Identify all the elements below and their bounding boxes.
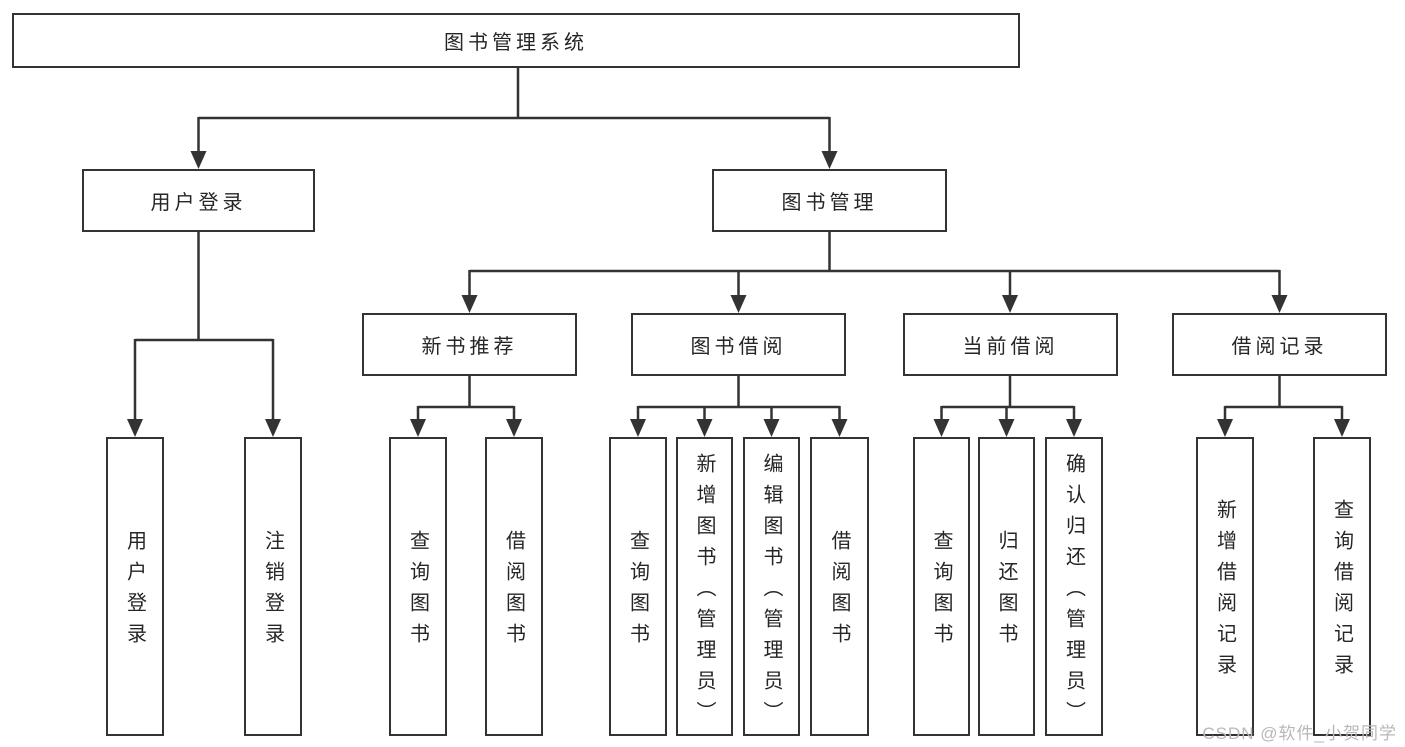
leaf-add-book-admin: 新增图书（管理员）	[676, 437, 733, 736]
leaf-label: 新增借阅记录	[1213, 499, 1236, 685]
edge-new-book-recommend-to-leaves	[410, 376, 522, 437]
leaf-logout: 注销登录	[244, 437, 302, 736]
edge-current-borrowing-to-leaves	[933, 376, 1082, 437]
edge-book-management-to-level3	[461, 232, 1288, 313]
leaf-borrow-books-recommend: 借阅图书	[485, 437, 543, 736]
csdn-watermark: CSDN @软件_小贺同学	[1202, 724, 1397, 743]
node-borrowing-records: 借阅记录	[1172, 313, 1387, 376]
leaf-label: 注销登录	[261, 530, 284, 654]
leaf-query-books-recommend: 查询图书	[389, 437, 447, 736]
leaf-query-borrow-record: 查询借阅记录	[1313, 437, 1371, 736]
leaf-edit-book-admin: 编辑图书（管理员）	[743, 437, 800, 736]
node-book-borrowing: 图书借阅	[631, 313, 846, 376]
leaf-label: 借阅图书	[828, 530, 850, 654]
edge-user-login-to-leaves	[127, 232, 281, 437]
leaf-add-borrow-record: 新增借阅记录	[1196, 437, 1254, 736]
leaf-label: 编辑图书（管理员）	[760, 452, 782, 732]
edge-root-to-level2	[190, 68, 838, 169]
leaf-label: 查询借阅记录	[1330, 499, 1353, 685]
leaf-label: 用户登录	[123, 530, 146, 654]
node-user-login: 用户登录	[82, 169, 315, 232]
leaf-label: 借阅图书	[502, 530, 525, 654]
leaf-user-login: 用户登录	[106, 437, 164, 736]
edge-book-borrowing-to-leaves	[630, 376, 848, 437]
node-book-borrowing-label: 图书借阅	[690, 336, 787, 358]
leaf-query-books-current: 查询图书	[913, 437, 970, 736]
leaf-label: 查询图书	[406, 530, 429, 654]
node-root: 图书管理系统	[12, 13, 1020, 68]
node-user-login-label: 用户登录	[150, 192, 247, 214]
node-borrowing-records-label: 借阅记录	[1231, 336, 1328, 358]
node-current-borrowing: 当前借阅	[903, 313, 1118, 376]
node-root-label: 图书管理系统	[444, 32, 588, 54]
leaf-label: 查询图书	[930, 530, 952, 654]
leaf-label: 查询图书	[626, 530, 649, 654]
leaf-label: 归还图书	[995, 530, 1017, 654]
node-current-borrowing-label: 当前借阅	[962, 336, 1059, 358]
leaf-query-books-borrowing: 查询图书	[609, 437, 667, 736]
node-book-management: 图书管理	[712, 169, 947, 232]
node-new-book-recommend-label: 新书推荐	[421, 336, 518, 358]
node-book-management-label: 图书管理	[781, 192, 878, 214]
leaf-label: 确认归还（管理员）	[1062, 452, 1085, 732]
leaf-label: 新增图书（管理员）	[693, 452, 715, 732]
leaf-borrow-books: 借阅图书	[810, 437, 869, 736]
edge-borrowing-records-to-leaves	[1217, 376, 1350, 437]
leaf-confirm-return-admin: 确认归还（管理员）	[1045, 437, 1103, 736]
node-new-book-recommend: 新书推荐	[362, 313, 577, 376]
leaf-return-books: 归还图书	[978, 437, 1035, 736]
